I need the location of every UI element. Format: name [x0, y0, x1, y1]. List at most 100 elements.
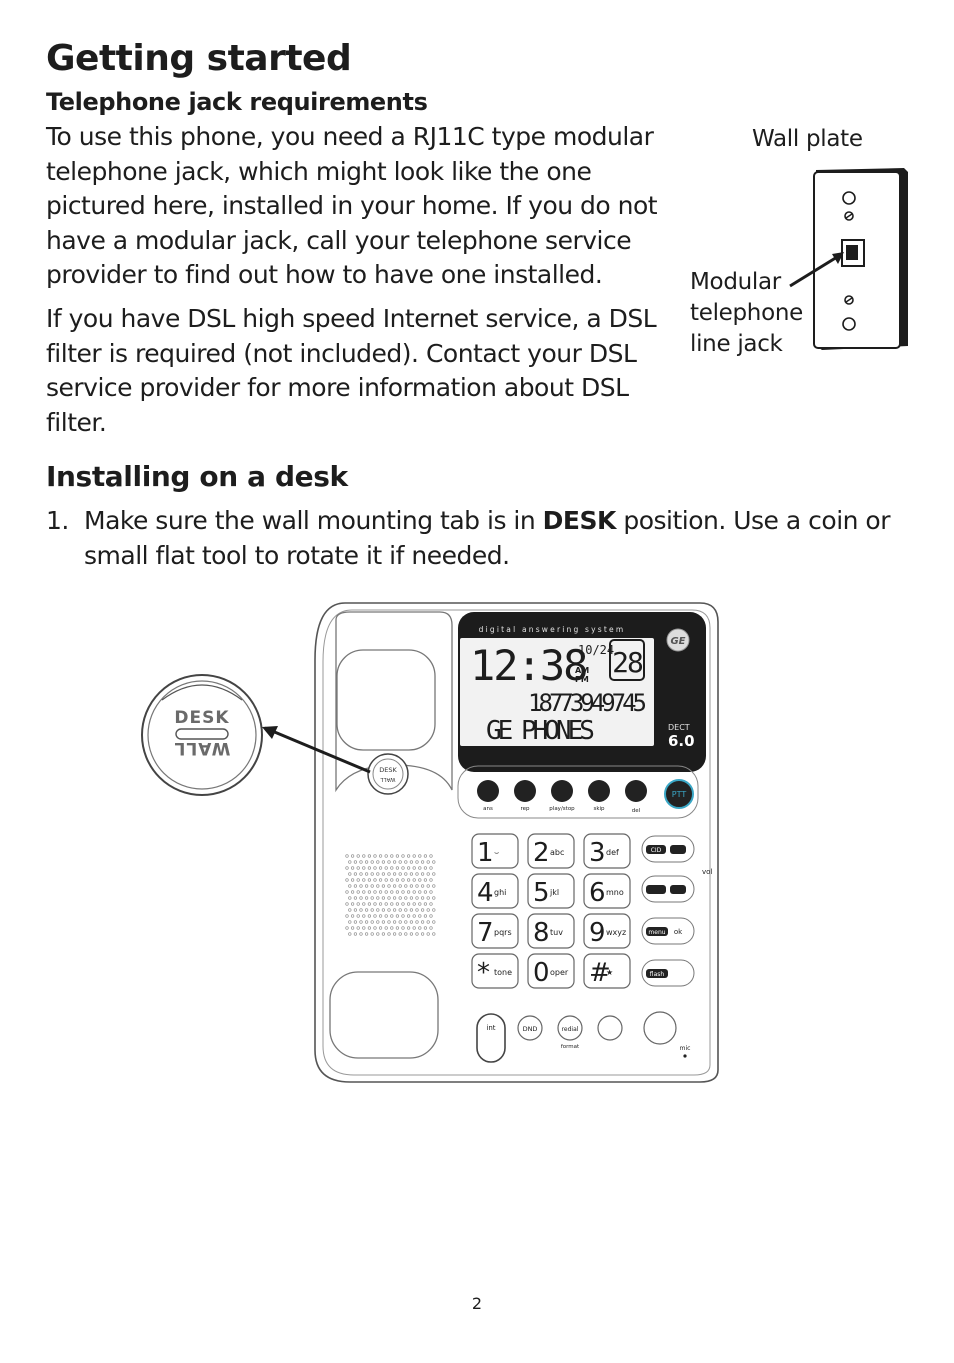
flash-button[interactable] [646, 969, 668, 978]
vol-up-button[interactable] [670, 845, 686, 854]
tab-desk-label: DESK [174, 708, 229, 728]
tab-arrow [264, 726, 371, 774]
lcd-am: AM [575, 666, 589, 675]
svg-text:tuv: tuv [550, 928, 563, 937]
svg-text:7: 7 [477, 918, 494, 948]
key-star[interactable]: *tone [471, 953, 519, 989]
section-heading-desk: Installing on a desk [46, 460, 348, 493]
lcd-date: 10/24 [578, 643, 614, 657]
dnd-button[interactable] [517, 1015, 543, 1041]
bottom-buttons: int DND redial format mic [476, 1011, 691, 1063]
wall-plate-illustration [789, 168, 908, 350]
ok-button[interactable]: ok [674, 928, 683, 936]
svg-text:menu: menu [648, 929, 665, 936]
svg-text:5: 5 [533, 878, 550, 908]
svg-text:mno: mno [606, 888, 624, 897]
tab-wall-small: WALL [380, 776, 396, 782]
ge-logo [666, 628, 690, 652]
intercom-button[interactable] [476, 1013, 506, 1063]
ptt-button[interactable] [664, 779, 694, 809]
svg-text:def: def [606, 848, 619, 857]
svg-text:ghi: ghi [494, 888, 506, 897]
mute-button[interactable] [597, 1015, 623, 1041]
vol-down-button[interactable] [670, 885, 686, 894]
key-1[interactable]: 1⌣ [471, 833, 519, 869]
cid-button[interactable] [646, 845, 666, 854]
svg-text:0: 0 [533, 958, 550, 988]
page-number: 2 [471, 1294, 483, 1313]
directory-button[interactable] [646, 885, 666, 894]
svg-text:redial: redial [562, 1026, 579, 1033]
skip-button[interactable] [588, 780, 610, 802]
svg-text:⌣: ⌣ [494, 848, 499, 857]
dect-label: DECT [668, 723, 690, 732]
svg-text:★: ★ [606, 968, 613, 977]
jack-label: Modular telephone line jack [690, 269, 803, 357]
lcd-count: 28 [612, 646, 643, 679]
svg-text:play/stop: play/stop [549, 806, 575, 812]
banner-text: digital answering system [479, 625, 626, 634]
paragraph-dsl: If you have DSL high speed Internet serv… [46, 304, 657, 437]
phone-illustration: DESK WALL DESK WALL digital answering sy… [141, 602, 719, 1083]
svg-text:mic: mic [680, 1045, 691, 1052]
svg-text:format: format [561, 1044, 580, 1050]
earpiece-rest [336, 649, 436, 751]
redial-button[interactable] [557, 1015, 583, 1041]
svg-text:*: * [477, 958, 490, 988]
side-buttons: CID vol menu ok flash [641, 835, 712, 987]
svg-text:flash: flash [650, 971, 665, 978]
page-title: Getting started [46, 38, 352, 79]
step-1: 1. Make sure the wall mounting tab is in… [46, 504, 906, 573]
lcd-time: 12:38 [470, 641, 586, 690]
desk-keyword: DESK [542, 506, 617, 535]
repeat-button[interactable] [514, 780, 536, 802]
svg-text:2: 2 [533, 838, 550, 868]
svg-text:PTT: PTT [672, 790, 687, 799]
svg-text:6: 6 [589, 878, 606, 908]
svg-text:4: 4 [477, 878, 494, 908]
wall-tab[interactable] [367, 753, 409, 795]
delete-button[interactable] [625, 780, 647, 802]
svg-text:abc: abc [550, 848, 564, 857]
svg-text:3: 3 [589, 838, 606, 868]
svg-text:skip: skip [593, 806, 605, 812]
svg-text:del: del [632, 808, 641, 814]
svg-text:DND: DND [523, 1025, 538, 1033]
step-text: Make sure the wall mounting tab is in DE… [84, 506, 891, 570]
svg-text:1: 1 [477, 838, 494, 868]
tab-wall-label: WALL [174, 738, 231, 758]
mic-dot [683, 1054, 687, 1058]
lcd-name: GE PHONES [486, 716, 593, 746]
svg-text:CID: CID [651, 847, 662, 854]
svg-text:int: int [486, 1024, 495, 1032]
menu-button[interactable] [646, 927, 668, 936]
svg-text:vol: vol [702, 868, 712, 876]
svg-text:8: 8 [533, 918, 550, 948]
lcd-number: 18773949745 [528, 689, 645, 717]
play-stop-button[interactable] [551, 780, 573, 802]
section-heading-jack: Telephone jack requirements [46, 88, 428, 116]
dect-version: 6.0 [668, 732, 695, 750]
svg-text:GE: GE [670, 636, 685, 647]
svg-text:jkl: jkl [549, 888, 559, 897]
speaker-grille [345, 854, 436, 936]
lcd-screen [460, 638, 654, 746]
speaker-button[interactable] [643, 1011, 677, 1045]
answer-button[interactable] [477, 780, 499, 802]
key-pound[interactable]: #★ [583, 953, 631, 989]
message-buttons: ans rep play/stop skip del PTT [477, 779, 694, 814]
svg-text:rep: rep [520, 806, 530, 812]
step-number: 1. [46, 506, 69, 535]
svg-text:oper: oper [550, 968, 569, 977]
mouthpiece-rest [329, 971, 439, 1059]
